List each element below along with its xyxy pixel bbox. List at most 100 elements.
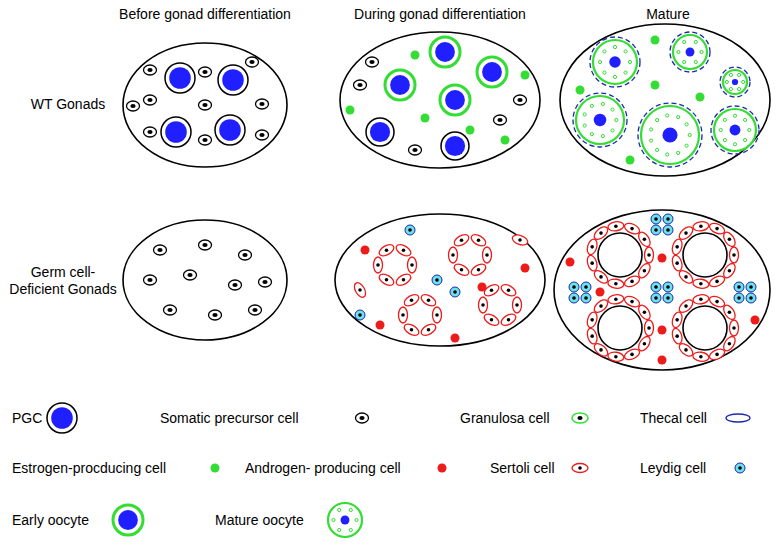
androgen-producing-cell [751, 316, 760, 325]
cell-nucleus [410, 263, 414, 267]
somatic-precursor-cell [259, 277, 272, 287]
oocyte-core [732, 79, 738, 85]
cell-nucleus [654, 285, 658, 289]
androgen-producing-cell [478, 283, 487, 292]
gonad-outline [123, 220, 287, 340]
granulosa-dot [733, 143, 736, 146]
sertoli-cell [469, 232, 487, 248]
estrogen-producing-cell [466, 126, 475, 135]
sertoli-cell [708, 347, 726, 362]
granulosa-dot [583, 113, 586, 116]
cell-nucleus [477, 238, 481, 242]
pgc-core [219, 119, 241, 141]
androgen-producing-cell [566, 258, 575, 267]
sertoli-cell [671, 254, 684, 272]
cell-nucleus [654, 217, 658, 221]
thecal-cell [726, 414, 750, 422]
cell-nucleus [737, 285, 741, 289]
somatic-precursor-cell [256, 99, 269, 109]
cell-nucleus [577, 416, 582, 420]
cell-nucleus [737, 296, 741, 300]
sertoli-cell [692, 351, 709, 362]
androgen-producing-cell [596, 288, 605, 297]
cell-nucleus [728, 342, 732, 346]
oocyte-core [662, 127, 677, 142]
pgc [218, 65, 248, 95]
cell-nucleus [147, 278, 152, 282]
mature-oocyte [714, 109, 756, 151]
oocyte-core [445, 90, 465, 110]
row-label: WT Gonads [20, 96, 116, 113]
cell-nucleus [202, 243, 207, 247]
cell-nucleus [666, 228, 670, 232]
granulosa-dot [649, 139, 652, 142]
sertoli-cell [730, 320, 739, 336]
granulosa-dot [338, 508, 341, 511]
cell-nucleus [675, 245, 679, 249]
cell-nucleus [654, 296, 658, 300]
granulosa-dot [729, 73, 732, 76]
somatic-precursor-cell [144, 275, 157, 285]
sertoli-cell [586, 238, 599, 256]
leydig-cell [450, 287, 460, 297]
granulosa-dot [349, 508, 352, 511]
androgen-producing-cell [658, 326, 667, 335]
cell-nucleus [699, 297, 703, 301]
granulosa-dot [603, 50, 606, 53]
granulosa-dot [628, 60, 631, 63]
column-heading: During gonad differentiation [330, 6, 550, 23]
column-heading: Mature [618, 6, 718, 23]
cell-nucleus [412, 148, 417, 152]
sertoli-cell [483, 247, 492, 263]
leydig-cell [651, 282, 661, 292]
cell-nucleus [252, 308, 257, 312]
sertoli-cell [692, 294, 709, 305]
sertoli-cell [636, 230, 652, 248]
oocyte-core [341, 516, 350, 525]
sertoli-cell [671, 311, 684, 329]
somatic-precursor-cell [164, 305, 177, 315]
mature-oocyte [328, 503, 362, 537]
cell-nucleus [242, 253, 247, 257]
leydig-cell [746, 282, 756, 292]
sertoli-cell [394, 242, 412, 258]
theca-layer [720, 67, 750, 97]
sertoli-cell [511, 233, 529, 247]
cell-nucleus [357, 83, 362, 87]
cell-nucleus [427, 328, 431, 332]
cell-nucleus [376, 263, 380, 267]
sertoli-cell [352, 281, 368, 299]
leydig-cell [581, 282, 591, 292]
somatic-precursor-cell [209, 310, 222, 320]
granulosa-dot [737, 87, 740, 90]
granulosa-dot [613, 75, 616, 78]
sertoli-cell [479, 297, 488, 313]
cell-nucleus [666, 217, 670, 221]
granulosa-dot [737, 73, 740, 76]
cell-nucleus [614, 355, 618, 359]
sertoli-cell [730, 247, 739, 263]
granulosa-dot [743, 138, 746, 141]
cell-nucleus [402, 248, 406, 252]
somatic-precursor-cell [144, 65, 157, 75]
somatic-precursor-cell [366, 57, 379, 67]
cell-nucleus [614, 297, 618, 301]
granulosa-dot [349, 528, 352, 531]
cell-nucleus [578, 466, 582, 470]
granulosa-dot [624, 71, 627, 74]
estrogen-producing-cell [651, 36, 660, 45]
cell-nucleus [599, 304, 603, 308]
granulosa-dot [601, 102, 604, 105]
granulosa-dot [683, 60, 686, 63]
seminiferous-tubule [683, 233, 727, 277]
granulosa-dot [590, 104, 593, 107]
granulosa-dot [723, 138, 726, 141]
pgc [47, 403, 77, 433]
cell-nucleus [358, 313, 362, 317]
theca-layer [590, 37, 640, 87]
pgc [165, 63, 195, 93]
cell-nucleus [666, 285, 670, 289]
legend-text: Granulosa cell [460, 410, 550, 427]
granulosa-dot [729, 87, 732, 90]
